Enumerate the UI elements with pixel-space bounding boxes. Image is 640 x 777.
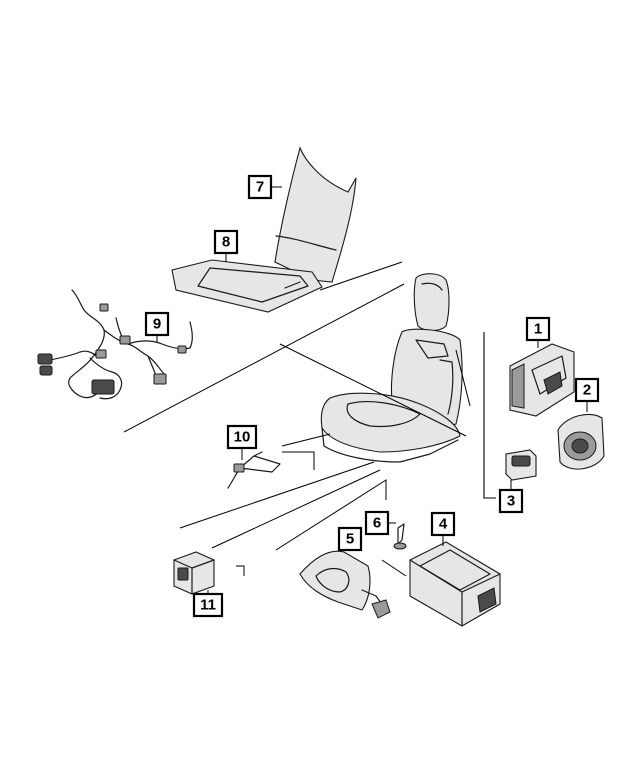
- callout-3: 3: [498, 480, 524, 514]
- callout-2: 2: [574, 377, 600, 412]
- power-seat-switch[interactable]: [509, 343, 575, 417]
- relay-module[interactable]: [173, 551, 215, 595]
- callout-6-label: 6: [373, 515, 381, 532]
- occupant-sensor[interactable]: [227, 451, 281, 489]
- callout-3-label: 3: [507, 493, 515, 510]
- seat-control-module[interactable]: [409, 541, 501, 627]
- callout-11-label: 11: [200, 597, 216, 614]
- callout-5: 5: [337, 526, 363, 552]
- callout-11: 11: [192, 590, 224, 618]
- lumbar-switch[interactable]: [557, 413, 605, 470]
- reference-lines: [123, 261, 496, 577]
- callout-1: 1: [525, 316, 551, 348]
- callout-5-label: 5: [346, 531, 354, 548]
- callout-8: 8: [213, 229, 239, 262]
- callout-6: 6: [364, 510, 396, 536]
- seat-back-heater-pad[interactable]: [274, 146, 357, 283]
- callout-9-label: 9: [153, 316, 161, 333]
- push-pin-fastener[interactable]: [393, 523, 407, 550]
- callout-2-label: 2: [583, 382, 591, 399]
- callout-8-label: 8: [222, 234, 230, 251]
- mounting-bracket[interactable]: [299, 550, 391, 619]
- callout-10: 10: [226, 424, 258, 460]
- callout-7: 7: [247, 174, 282, 200]
- heated-seat-switch[interactable]: [505, 449, 537, 481]
- callout-1-label: 1: [534, 321, 542, 338]
- callout-4: 4: [430, 511, 456, 546]
- seat-wire-harness[interactable]: [37, 289, 193, 400]
- seat-assembly: [320, 273, 463, 463]
- seat-cushion-heater-pad[interactable]: [171, 259, 323, 313]
- callout-9: 9: [144, 311, 170, 342]
- callout-7-label: 7: [256, 179, 264, 196]
- callout-10-label: 10: [234, 429, 251, 446]
- callout-4-label: 4: [439, 516, 448, 533]
